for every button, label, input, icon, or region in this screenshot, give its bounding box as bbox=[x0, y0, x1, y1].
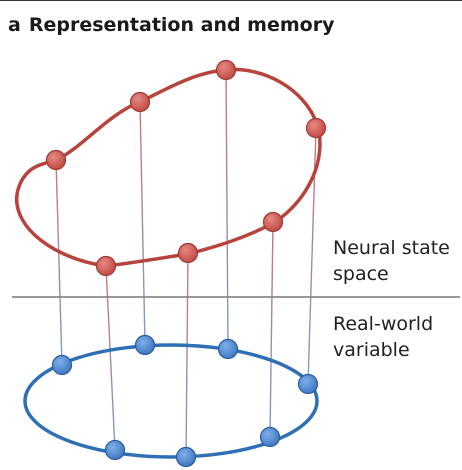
neural-node bbox=[177, 242, 199, 264]
neural-label-line2: space bbox=[333, 263, 389, 285]
real-node bbox=[51, 354, 73, 376]
real-world-nodes bbox=[51, 334, 319, 468]
real-node bbox=[217, 338, 239, 360]
panel-title-text: Representation and memory bbox=[28, 14, 335, 36]
neural-node bbox=[215, 59, 237, 81]
real-node bbox=[259, 426, 281, 448]
panel-title: a Representation and memory bbox=[8, 14, 334, 36]
neural-nodes bbox=[45, 59, 327, 277]
real-world-ellipse bbox=[23, 343, 319, 459]
neural-node bbox=[262, 211, 284, 233]
connector-lines bbox=[55, 69, 317, 458]
neural-node bbox=[45, 149, 67, 171]
neural-node bbox=[305, 117, 327, 139]
connector-line bbox=[105, 265, 116, 451]
neural-label-line1: Neural state bbox=[333, 237, 450, 259]
neural-node bbox=[95, 255, 117, 277]
real-node bbox=[175, 446, 197, 468]
real-label-line2: variable bbox=[333, 339, 410, 361]
connector-line bbox=[269, 221, 274, 438]
real-world-variable-label: Real-world variable bbox=[333, 311, 433, 363]
panel-letter: a bbox=[8, 14, 21, 36]
real-node bbox=[134, 334, 156, 356]
real-node bbox=[297, 373, 319, 395]
connector-line bbox=[55, 159, 63, 366]
real-node bbox=[104, 439, 126, 461]
connector-line bbox=[185, 252, 189, 458]
neural-state-space-label: Neural state space bbox=[333, 235, 450, 287]
real-label-line1: Real-world bbox=[333, 313, 434, 335]
connector-line bbox=[225, 69, 229, 350]
top-rule bbox=[0, 0, 462, 1]
neural-node bbox=[129, 91, 151, 113]
connector-line bbox=[307, 127, 317, 385]
connector-line bbox=[139, 101, 146, 346]
